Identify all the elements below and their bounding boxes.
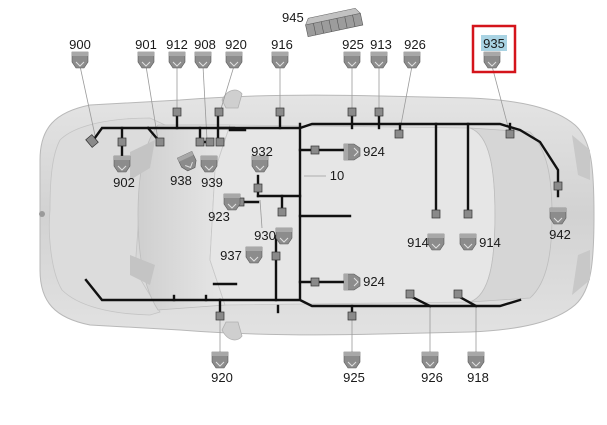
label-923: 923 xyxy=(208,209,230,224)
label-937: 937 xyxy=(220,248,242,263)
label-top-926: 926 xyxy=(404,37,426,52)
label-top-920: 920 xyxy=(225,37,247,52)
part-945-connector xyxy=(305,7,364,38)
label-914-left: 914 xyxy=(407,235,429,250)
label-bottom-918: 918 xyxy=(467,370,489,385)
label-top-935: 935 xyxy=(483,36,505,51)
label-top-900: 900 xyxy=(69,37,91,52)
label-942: 942 xyxy=(549,227,571,242)
label-top-901: 901 xyxy=(135,37,157,52)
bottom-connectors xyxy=(211,351,485,369)
label-932: 932 xyxy=(251,144,273,159)
label-bottom-925: 925 xyxy=(343,370,365,385)
label-939: 939 xyxy=(201,175,223,190)
label-top-908: 908 xyxy=(194,37,216,52)
label-top-912: 912 xyxy=(166,37,188,52)
label-924-lower: 924 xyxy=(363,274,385,289)
label-914-right: 914 xyxy=(479,235,501,250)
car-body xyxy=(39,89,595,341)
label-902: 902 xyxy=(113,175,135,190)
label-938: 938 xyxy=(170,173,192,188)
label-top-916: 916 xyxy=(271,37,293,52)
label-924-upper: 924 xyxy=(363,144,385,159)
label-bottom-926: 926 xyxy=(421,370,443,385)
label-top-925: 925 xyxy=(342,37,364,52)
highlight-box-935 xyxy=(471,24,517,74)
label-bottom-920: 920 xyxy=(211,370,233,385)
label-trunk-10: 10 xyxy=(330,168,344,183)
top-connectors xyxy=(71,51,501,69)
highlight-label-bg-935 xyxy=(481,35,507,51)
label-930: 930 xyxy=(254,228,276,243)
label-945: 945 xyxy=(282,10,304,25)
label-top-913: 913 xyxy=(370,37,392,52)
